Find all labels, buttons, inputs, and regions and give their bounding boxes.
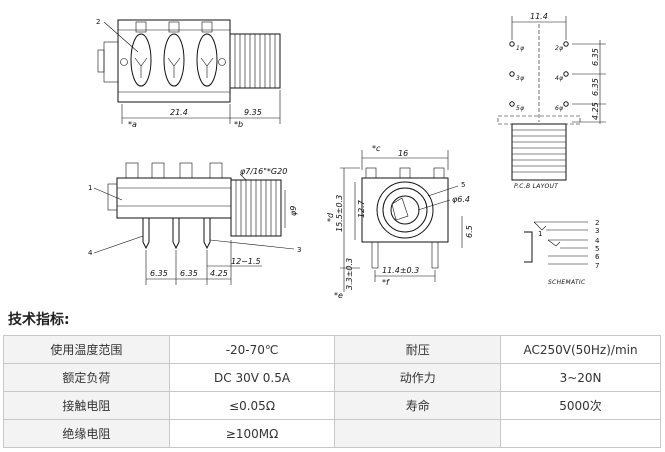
spec-key: 绝缘电阻 <box>3 419 170 448</box>
dim-a-marker: *a <box>128 120 137 129</box>
top-view: 2 *a 21.4 *b 9.35 <box>96 18 281 129</box>
dim-phi9: φ9 <box>289 206 298 216</box>
thread-spec-label: φ7/16"*G20 <box>240 167 287 176</box>
schematic-pin-6: 6 <box>595 253 600 261</box>
spec-key <box>334 419 502 448</box>
pin-1 <box>142 218 150 250</box>
spec-value <box>500 419 661 448</box>
pcb-pad-3: 3φ <box>516 75 524 82</box>
table-row: 绝缘电阻 ≥100MΩ <box>3 419 661 448</box>
schematic-pin-7: 7 <box>595 262 599 270</box>
pin-3 <box>203 218 211 250</box>
dim-15-5: 15.5±0.3 <box>335 195 344 232</box>
jack-socket <box>390 195 420 225</box>
pcb-pad-6: 6φ <box>555 105 563 112</box>
pcb-pad-4: 4φ <box>555 75 563 82</box>
table-row: 接触电阻 ≤0.05Ω 寿命 5000次 <box>3 391 661 420</box>
spec-value: AC250V(50Hz)/min <box>500 335 661 364</box>
spec-key: 动作力 <box>334 363 502 392</box>
spec-value: 3~20N <box>500 363 661 392</box>
dim-9-35: 9.35 <box>244 108 262 117</box>
callout-4: 4 <box>88 249 93 257</box>
pcb-pad-5: 5φ <box>516 105 524 112</box>
pcb-dim-11-4: 11.4 <box>530 12 548 21</box>
schematic-pin-1: 1 <box>538 230 542 238</box>
dim-12-7: 12.7 <box>357 199 366 218</box>
pcb-dim-4-25: 4.25 <box>591 102 600 120</box>
schematic-pin-3: 3 <box>595 227 599 235</box>
dim-12-1-5: 12−1.5 <box>231 257 261 266</box>
spec-key: 接触电阻 <box>3 391 170 420</box>
pcb-pad-2: 2φ <box>555 45 563 52</box>
dim-6-35-a: 6.35 <box>150 269 168 278</box>
table-row: 使用温度范围 -20-70℃ 耐压 AC250V(50Hz)/min <box>3 335 661 364</box>
dim-f-marker: *f <box>382 278 390 287</box>
spec-value: DC 30V 0.5A <box>168 363 336 392</box>
dim-4-25: 4.25 <box>210 269 228 278</box>
contact-spring-2 <box>163 33 185 87</box>
dim-b-marker: *b <box>234 120 243 129</box>
pcb-barrel-outline <box>511 123 567 181</box>
pcb-dim-6-35-a: 6.35 <box>591 48 600 66</box>
pcb-dim-6-35-b: 6.35 <box>591 78 600 96</box>
schematic-sleeve <box>524 231 533 263</box>
schematic-pin-4: 4 <box>595 237 600 245</box>
spec-value: ≤0.05Ω <box>168 391 336 420</box>
front-view: *c 16 *d 15.5±0.3 12.7 5 φ6.4 6.5 11.4±0… <box>326 144 474 300</box>
dim-21-4: 21.4 <box>170 108 188 117</box>
callout-2: 2 <box>96 18 100 26</box>
callout-5: 5 <box>461 181 465 189</box>
spec-key: 额定负荷 <box>3 363 170 392</box>
spec-table: 使用温度范围 -20-70℃ 耐压 AC250V(50Hz)/min 额定负荷 … <box>3 335 661 448</box>
dim-d-marker: *d <box>326 212 335 222</box>
spec-value: ≥100MΩ <box>168 419 336 448</box>
pcb-layout: 11.4 1φ 3φ 5φ 2φ 4φ 6φ 6.35 6.35 4.25 P.… <box>497 12 606 190</box>
schematic: 2 3 4 5 6 7 1 SCHEMATIC <box>524 219 600 286</box>
dim-e-marker: *e <box>334 291 343 300</box>
schematic-pin-5: 5 <box>595 245 599 253</box>
dim-phi6-4: φ6.4 <box>452 195 470 204</box>
callout-3: 3 <box>297 246 301 254</box>
spec-key: 使用温度范围 <box>3 335 170 364</box>
schematic-pin-2: 2 <box>595 219 599 227</box>
schematic-caption: SCHEMATIC <box>548 279 586 286</box>
top-view-left-tab <box>103 41 119 83</box>
jack-outer-ring <box>376 181 434 239</box>
spec-title: 技术指标: <box>8 312 70 328</box>
dim-c-marker: *c <box>372 144 381 153</box>
pcb-layout-caption: P.C.B LAYOUT <box>514 183 559 190</box>
top-view-left-lug <box>97 49 105 73</box>
dim-6-5: 6.5 <box>465 225 474 238</box>
dim-3-3: 3.3±0.3 <box>345 258 354 290</box>
spec-key: 寿命 <box>334 391 502 420</box>
technical-drawing: 2 *a 21.4 *b 9.35 1 4 3 <box>88 12 606 300</box>
side-view: 1 4 3 φ7/16"*G20 φ9 6.35 6.35 4.25 12−1.… <box>88 162 301 285</box>
contact-spring-1 <box>130 33 152 87</box>
pcb-pad-1: 1φ <box>516 45 524 52</box>
table-row: 额定负荷 DC 30V 0.5A 动作力 3~20N <box>3 363 661 392</box>
pin-2 <box>172 218 180 250</box>
contact-spring-3 <box>196 33 218 87</box>
spec-value: 5000次 <box>500 391 661 420</box>
dim-11-4: 11.4±0.3 <box>382 266 419 275</box>
side-view-body <box>116 177 232 219</box>
callout-1: 1 <box>88 184 92 192</box>
dim-16: 16 <box>398 149 408 158</box>
spec-key: 耐压 <box>334 335 502 364</box>
spec-value: -20-70℃ <box>168 335 336 364</box>
dim-6-35-b: 6.35 <box>180 269 198 278</box>
